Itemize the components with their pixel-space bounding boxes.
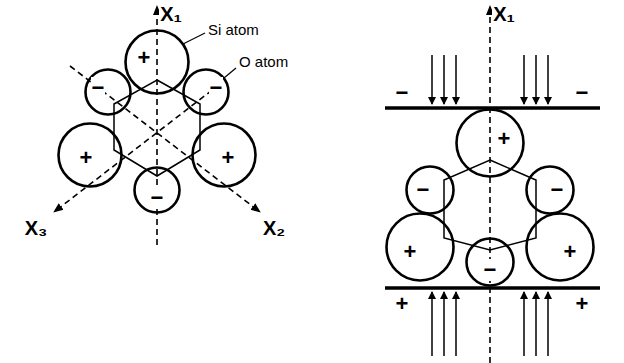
atom-label: Si atom (207, 22, 260, 39)
axis-label: X₂ (262, 217, 286, 239)
si-atom: + (57, 122, 123, 188)
charge-sign: + (497, 128, 512, 150)
o-atom: − (182, 68, 230, 116)
axis-label: X₃ (24, 217, 49, 239)
charge-sign: + (137, 47, 152, 69)
electrode-plate (385, 286, 600, 290)
charge-sign: − (416, 179, 431, 201)
axis-label: X₁ (159, 3, 183, 25)
si-atom: + (525, 212, 595, 282)
charge-sign: − (91, 77, 106, 99)
o-atom: − (525, 165, 575, 215)
atom-outline (455, 108, 525, 178)
x1-axis (489, 6, 491, 363)
leader-line (183, 33, 205, 44)
charge-sign: − (483, 259, 498, 281)
atom-label: O atom (238, 54, 289, 71)
si-atom: + (455, 108, 525, 178)
charge-sign: − (395, 81, 410, 105)
o-atom: − (84, 68, 132, 116)
si-atom: + (191, 122, 257, 188)
atom-outline (385, 212, 455, 282)
atom-outline (525, 212, 595, 282)
x1-axis (156, 6, 158, 245)
charge-sign: + (575, 292, 590, 316)
bond-hexagon (444, 160, 536, 250)
force-arrows (432, 55, 548, 356)
x3-axis (54, 84, 220, 212)
leader-line (224, 68, 236, 78)
o-atom: − (465, 237, 515, 287)
charge-sign: − (209, 77, 224, 99)
charge-sign: + (403, 241, 418, 263)
o-atom: − (133, 166, 181, 214)
charge-sign: + (395, 292, 410, 316)
si-atom: + (385, 212, 455, 282)
axis-label: X₁ (492, 3, 516, 25)
charge-sign: − (150, 187, 165, 209)
x2-axis (70, 66, 260, 212)
charge-sign: + (563, 241, 578, 263)
charge-sign: + (221, 147, 236, 169)
si-atom: + (124, 29, 190, 95)
o-atom: − (405, 165, 455, 215)
charge-sign: − (550, 179, 565, 201)
atom-outline (124, 29, 190, 95)
charge-sign: − (575, 81, 590, 105)
charge-sign: + (79, 147, 94, 169)
